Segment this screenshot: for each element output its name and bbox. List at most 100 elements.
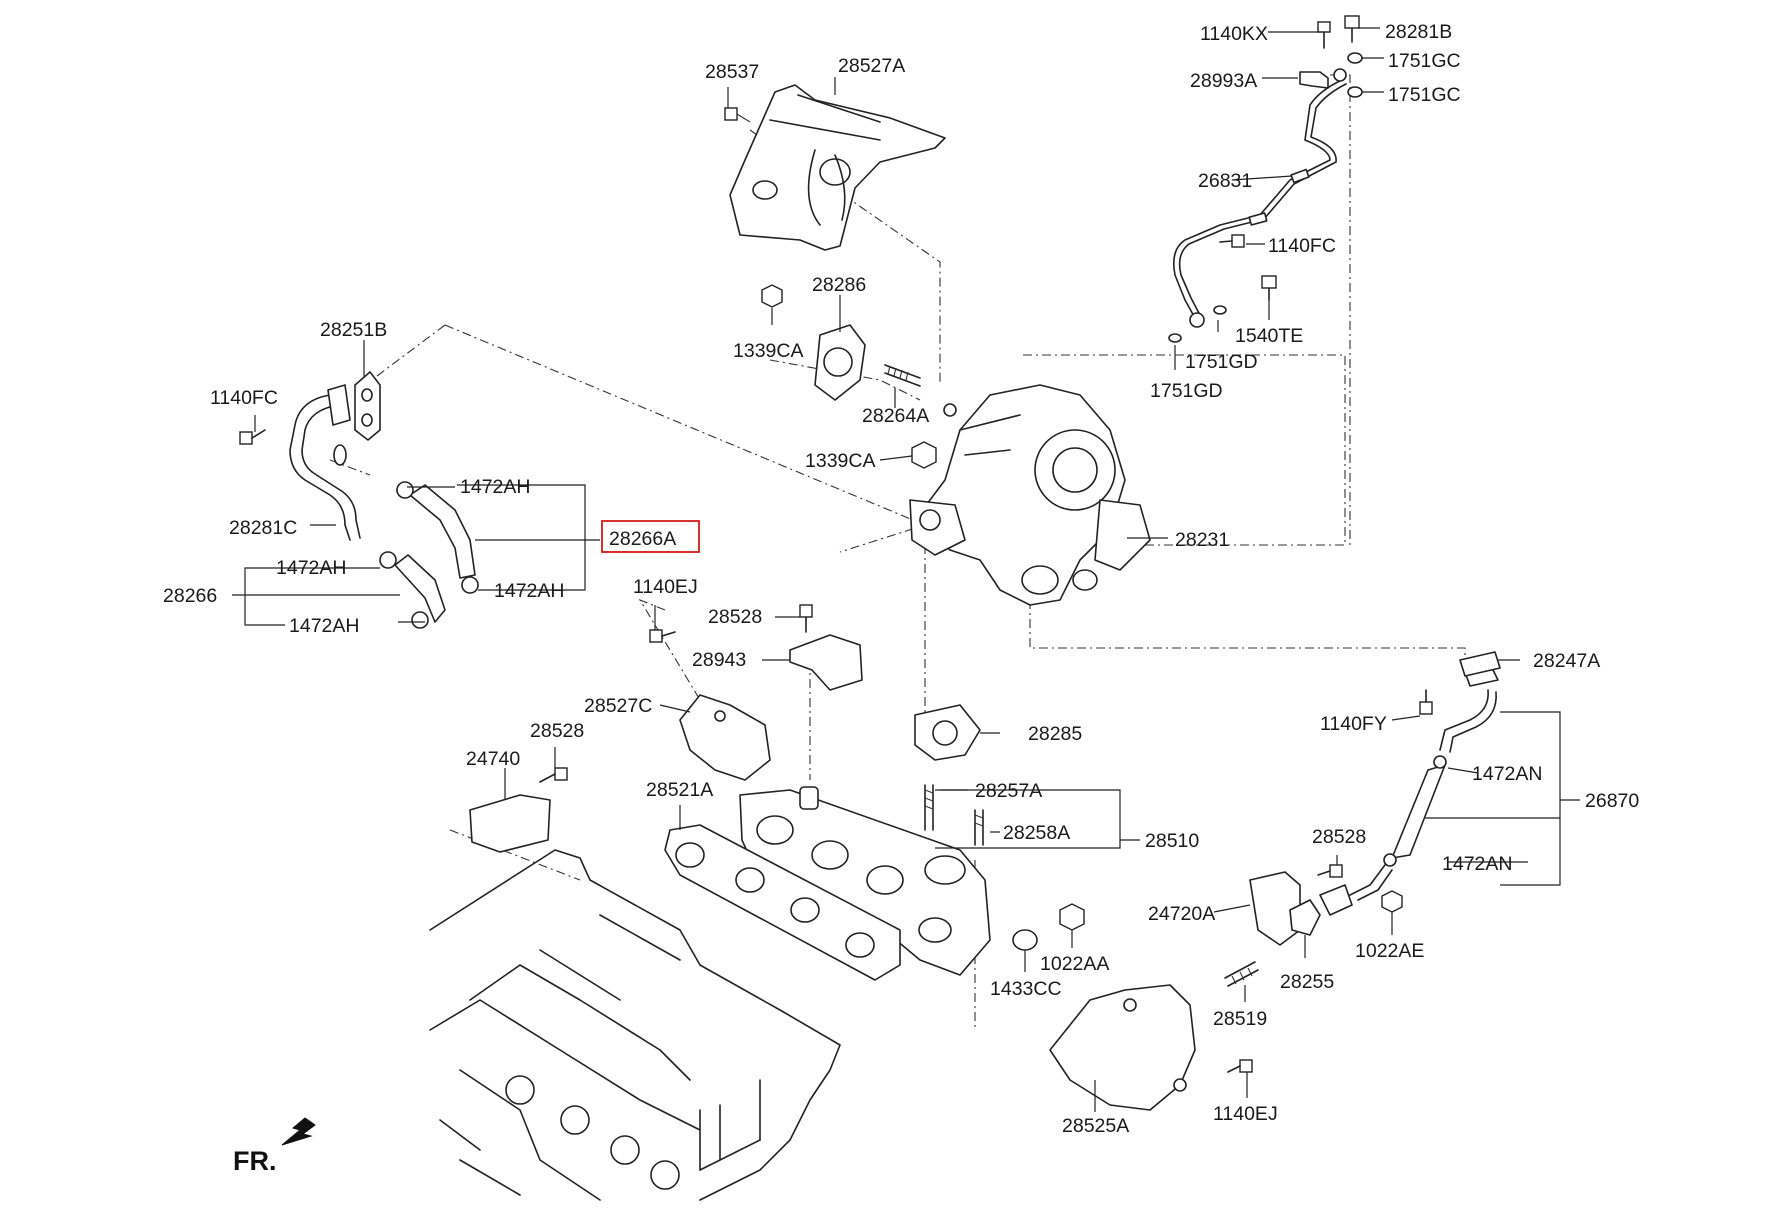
nut-1433CC <box>1012 929 1038 951</box>
label-1022AE[interactable]: 1022AE <box>1355 940 1424 962</box>
stud-28258A <box>974 809 984 846</box>
clamp-1472AH-a <box>396 481 414 499</box>
nut-1022AE <box>1381 890 1403 913</box>
label-24720A[interactable]: 24720A <box>1148 903 1215 925</box>
gasket-28247A <box>1459 651 1501 677</box>
label-26831[interactable]: 26831 <box>1198 170 1252 192</box>
label-28285[interactable]: 28285 <box>1028 723 1082 745</box>
bolt-28528-upper <box>799 604 813 633</box>
label-1540TE[interactable]: 1540TE <box>1235 325 1303 347</box>
label-28251B[interactable]: 28251B <box>320 319 387 341</box>
label-28527C[interactable]: 28527C <box>584 695 652 717</box>
bolt-28537 <box>724 107 751 123</box>
front-direction-arrow-icon <box>281 1117 316 1146</box>
label-28943[interactable]: 28943 <box>692 649 746 671</box>
label-28528-a[interactable]: 28528 <box>708 606 762 628</box>
label-28993A[interactable]: 28993A <box>1190 70 1257 92</box>
label-28281B[interactable]: 28281B <box>1385 21 1452 43</box>
label-1472AN-a[interactable]: 1472AN <box>1472 763 1542 785</box>
label-28527A[interactable]: 28527A <box>838 55 905 77</box>
label-28521A[interactable]: 28521A <box>646 779 713 801</box>
label-1339CA-b[interactable]: 1339CA <box>805 450 875 472</box>
label-28258A[interactable]: 28258A <box>1003 822 1070 844</box>
part-labels: 1140KX 28281B 1751GC 28993A 1751GC 28537… <box>163 21 1639 1176</box>
bolt-1140KX <box>1317 21 1331 49</box>
label-1751GD-a[interactable]: 1751GD <box>1185 351 1258 373</box>
stud-28257A <box>924 784 934 831</box>
label-1140FC-left[interactable]: 1140FC <box>210 387 278 409</box>
label-28247A[interactable]: 28247A <box>1533 650 1600 672</box>
label-28510[interactable]: 28510 <box>1145 830 1199 852</box>
label-1022AA[interactable]: 1022AA <box>1040 953 1109 975</box>
label-1751GC-b[interactable]: 1751GC <box>1388 84 1461 106</box>
label-1140EJ-a[interactable]: 1140EJ <box>633 576 698 598</box>
label-1751GC-a[interactable]: 1751GC <box>1388 50 1461 72</box>
label-1339CA-a[interactable]: 1339CA <box>733 340 803 362</box>
nut-1339CA-mid <box>911 441 937 469</box>
bolt-28528-right <box>1317 864 1343 878</box>
parts-artwork <box>239 15 1501 1201</box>
label-1472AH-a[interactable]: 1472AH <box>460 476 530 498</box>
bolt-1540TE <box>1261 275 1277 301</box>
label-1472AH-d[interactable]: 1472AH <box>289 615 359 637</box>
bolt-1140EJ-bottom <box>1227 1059 1253 1073</box>
bolt-1140EJ-upper <box>649 629 676 643</box>
bolt-28528-left <box>539 767 568 783</box>
bolt-1140FC-top <box>1219 234 1245 248</box>
label-28231[interactable]: 28231 <box>1175 529 1229 551</box>
label-1472AH-b[interactable]: 1472AH <box>276 557 346 579</box>
label-1140EJ-b[interactable]: 1140EJ <box>1213 1103 1278 1125</box>
front-direction-label: FR. <box>233 1146 277 1176</box>
nut-1339CA-top <box>761 284 783 308</box>
label-1140FC-top[interactable]: 1140FC <box>1268 235 1336 257</box>
label-28537[interactable]: 28537 <box>705 61 759 83</box>
cylinder-head <box>429 849 841 1201</box>
hose-28266 <box>394 554 446 623</box>
stud-28264A <box>884 364 921 387</box>
label-28528-b[interactable]: 28528 <box>530 720 584 742</box>
label-28519[interactable]: 28519 <box>1213 1008 1267 1030</box>
label-28257A[interactable]: 28257A <box>975 780 1042 802</box>
washer-1751GD-b <box>1168 333 1182 343</box>
hose-28266A <box>409 484 476 579</box>
bolt-1140FY <box>1419 689 1433 715</box>
label-1472AH-c[interactable]: 1472AH <box>494 580 564 602</box>
gasket-28255 <box>1289 899 1321 936</box>
label-28255[interactable]: 28255 <box>1280 971 1334 993</box>
heat-shield-28527C <box>679 694 771 781</box>
oil-return-pipe-26870 <box>1319 667 1499 916</box>
label-26870[interactable]: 26870 <box>1585 790 1639 812</box>
bolt-1140FC-left <box>239 429 266 445</box>
label-1472AN-b[interactable]: 1472AN <box>1442 853 1512 875</box>
leader-lines <box>232 27 1580 1112</box>
gasket-28521A <box>664 824 901 981</box>
turbocharger-28231 <box>909 384 1151 606</box>
label-28525A[interactable]: 28525A <box>1062 1115 1129 1137</box>
label-28281C[interactable]: 28281C <box>229 517 297 539</box>
bracket-28943 <box>789 634 863 691</box>
nut-1022AA <box>1059 903 1085 931</box>
label-1433CC[interactable]: 1433CC <box>990 978 1062 1000</box>
stud-28519 <box>1224 961 1259 987</box>
bracket-24740 <box>469 794 551 853</box>
washer-1751GC-a <box>1347 52 1363 64</box>
label-28528-c[interactable]: 28528 <box>1312 826 1366 848</box>
label-28286[interactable]: 28286 <box>812 274 866 296</box>
washer-1751GD-a <box>1213 305 1227 315</box>
bolt-28281B <box>1344 15 1360 43</box>
bracket-28993A <box>1299 71 1329 89</box>
label-24740[interactable]: 24740 <box>466 748 520 770</box>
clamp-1472AH-b <box>461 576 479 594</box>
label-1140KX[interactable]: 1140KX <box>1200 23 1268 45</box>
label-28264A[interactable]: 28264A <box>862 405 929 427</box>
heat-shield-28525A <box>1049 984 1196 1111</box>
exhaust-manifold-28510 <box>739 786 991 976</box>
label-1140FY[interactable]: 1140FY <box>1320 713 1387 735</box>
label-1751GD-b[interactable]: 1751GD <box>1150 380 1223 402</box>
washer-1751GC-b <box>1347 86 1363 98</box>
clamp-1472AH-c <box>379 551 397 569</box>
label-28266[interactable]: 28266 <box>163 585 217 607</box>
label-28266A[interactable]: 28266A <box>609 528 676 550</box>
gasket-28251B <box>354 371 381 441</box>
